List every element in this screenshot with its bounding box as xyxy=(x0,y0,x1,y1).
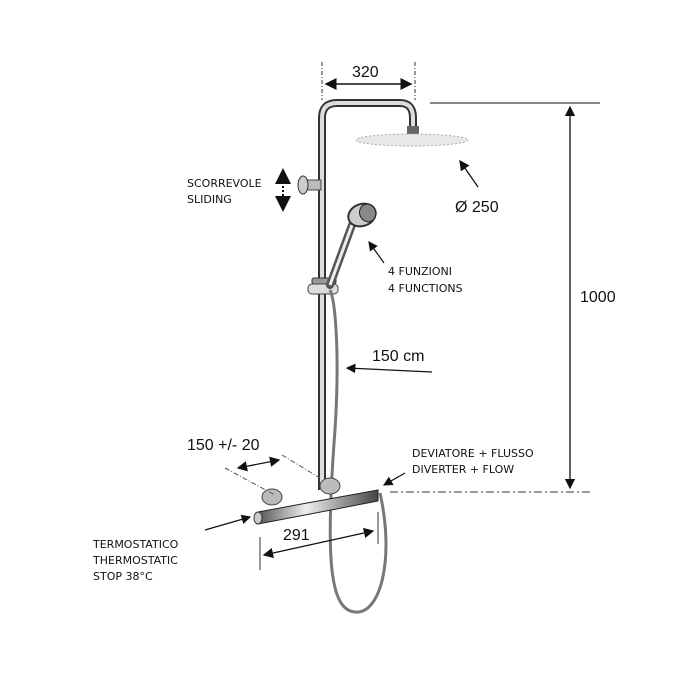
thermostatic-label-en: THERMOSTATIC xyxy=(92,554,178,567)
hand-shower-head xyxy=(347,202,377,228)
diameter-label: Ø 250 xyxy=(455,199,499,216)
thermostatic-label-it: TERMOSTATICO xyxy=(92,538,179,551)
arm-length-label: 320 xyxy=(352,64,379,81)
thermostatic-bar xyxy=(253,477,379,525)
thermostatic-stop-label: STOP 38°C xyxy=(93,570,153,583)
sliding-label-it: SCORREVOLE xyxy=(187,177,262,190)
dimension-inlet: 150 +/- 20 xyxy=(187,437,321,496)
functions-label-en: 4 FUNCTIONS xyxy=(388,282,463,295)
diverter-label-it: DEVIATORE + FLUSSO xyxy=(412,447,534,460)
functions-label-it: 4 FUNZIONI xyxy=(388,265,452,278)
dimension-arm: 320 xyxy=(321,62,416,100)
wall-bracket xyxy=(297,175,322,195)
bar-length-label: 291 xyxy=(283,527,310,544)
shower-column xyxy=(253,99,469,614)
height-label: 1000 xyxy=(580,289,616,306)
dimension-height: 1000 xyxy=(390,102,616,493)
shower-head xyxy=(355,133,469,147)
shower-head-connector xyxy=(407,126,419,134)
inlet-spacing-label: 150 +/- 20 xyxy=(187,437,260,454)
diverter-label-en: DIVERTER + FLOW xyxy=(412,463,514,476)
sliding-label-en: SLIDING xyxy=(187,193,232,206)
dimension-bar: 291 xyxy=(259,512,379,570)
hose-length-label: 150 cm xyxy=(372,348,424,365)
hose xyxy=(328,289,388,614)
